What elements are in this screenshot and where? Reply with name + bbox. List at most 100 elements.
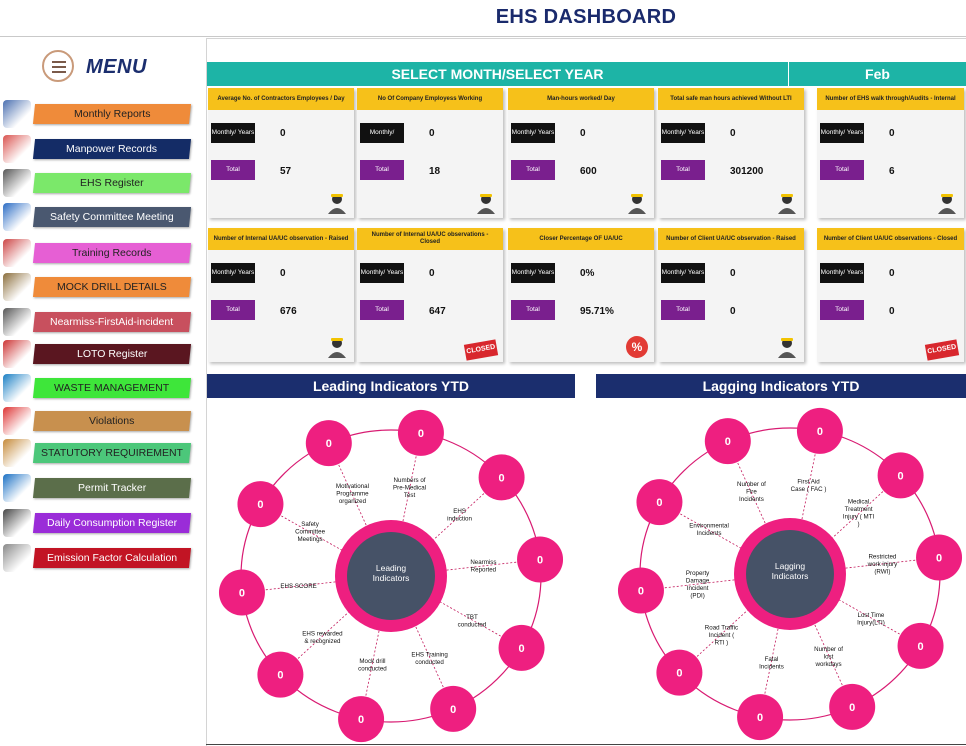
indicator-value: 0 <box>358 714 364 726</box>
kpi-total-label: Total <box>511 160 555 180</box>
indicator-value: 0 <box>257 499 263 511</box>
title-divider <box>0 36 966 37</box>
kpi-total-value: 6 <box>889 166 895 177</box>
kpi-total-label: Total <box>661 300 705 320</box>
menu-button-0[interactable]: Monthly Reports <box>32 104 192 124</box>
kpi-total-value: 676 <box>280 306 297 317</box>
kpi-card-title: Number of Client UA/UC observation - Rai… <box>658 228 804 250</box>
menu-header: MENU <box>42 50 192 86</box>
menu-button-3[interactable]: Safety Committee Meeting <box>32 207 192 227</box>
menu-button-9[interactable]: Violations <box>32 411 192 431</box>
kpi-total-value: 18 <box>429 166 441 177</box>
indicator-node <box>430 685 477 732</box>
main-border-bottom <box>206 744 966 745</box>
menu-button-label: Manpower Records <box>66 143 158 155</box>
kpi-total-value: 647 <box>429 306 446 317</box>
wheel-spoke <box>811 617 844 688</box>
percent-icon: % <box>626 336 648 358</box>
kpi-total-value: 0 <box>889 306 895 317</box>
kpi-period-value: 0 <box>730 128 736 139</box>
kpi-card-title: No Of Company Employess Working <box>357 88 503 110</box>
menu-button-5[interactable]: MOCK DRILL DETAILS <box>32 277 192 297</box>
menu-button-1[interactable]: Manpower Records <box>32 139 192 159</box>
kpi-period-label: Monthly/ Years <box>211 123 255 143</box>
kpi-total-value: 0 <box>730 306 736 317</box>
wheel-spoke <box>279 514 346 553</box>
menu-button-10[interactable]: STATUTORY REQUIREMENT <box>32 443 192 463</box>
worker-icon <box>326 192 348 214</box>
kpi-total-value: 57 <box>280 166 292 177</box>
kpi-period-label: Monthly/ Years <box>511 263 555 283</box>
wheel-spoke <box>828 489 885 542</box>
closed-sign-icon: CLOSED <box>924 339 960 361</box>
wheel-spoke <box>678 512 745 551</box>
kpi-card: Average No. of Contractors Employees / D… <box>208 88 354 218</box>
selected-month[interactable]: Feb <box>789 62 966 86</box>
kpi-total-label: Total <box>360 160 404 180</box>
indicator-value: 0 <box>518 643 524 655</box>
observer-icon <box>776 336 798 358</box>
kpi-total-label: Total <box>661 160 705 180</box>
menu-title: MENU <box>86 56 147 78</box>
indicator-node <box>897 622 944 669</box>
menu-button-label: Training Records <box>72 247 152 259</box>
kpi-period-label: Monthly/ Years <box>661 123 705 143</box>
menu-button-8[interactable]: WASTE MANAGEMENT <box>32 378 192 398</box>
indicator-value: 0 <box>936 552 942 564</box>
kpi-period-value: 0 <box>429 268 435 279</box>
kpi-total-label: Total <box>360 300 404 320</box>
indicator-value: 0 <box>326 438 332 450</box>
meeting-icon <box>3 203 31 231</box>
indicator-value: 0 <box>537 554 543 566</box>
kpi-total-value: 301200 <box>730 166 764 177</box>
menu-button-7[interactable]: LOTO Register <box>32 344 192 364</box>
menu-button-label: Daily Consumption Register <box>46 517 178 529</box>
menu-button-11[interactable]: Permit Tracker <box>32 478 192 498</box>
indicator-value: 0 <box>898 470 904 482</box>
wheel-spoke <box>835 597 902 636</box>
menu-button-12[interactable]: Daily Consumption Register <box>32 513 192 533</box>
kpi-period-label: Monthly/ Years <box>820 123 864 143</box>
select-month-year-button[interactable]: SELECT MONTH/SELECT YEAR <box>207 62 788 86</box>
indicator-node <box>305 420 352 467</box>
indicator-node <box>704 418 751 465</box>
kpi-period-value: 0 <box>889 268 895 279</box>
main-border-left <box>206 38 207 746</box>
indicator-node <box>617 567 664 614</box>
kpi-period-label: Monthly/ <box>360 123 404 143</box>
kpi-total-label: Total <box>211 160 255 180</box>
kpi-card-title: Number of Internal UA/UC observations - … <box>357 228 503 250</box>
main-border-top <box>206 38 966 39</box>
indicator-node <box>877 452 924 499</box>
menu-button-2[interactable]: EHS Register <box>32 173 192 193</box>
menu-button-13[interactable]: Emission Factor Calculation <box>32 548 192 568</box>
menu-button-label: WASTE MANAGEMENT <box>54 382 170 394</box>
indicator-node <box>829 683 876 730</box>
menu-button-4[interactable]: Training Records <box>32 243 192 263</box>
kpi-total-label: Total <box>211 300 255 320</box>
wheel-spoke <box>429 491 486 544</box>
menu-button-label: Monthly Reports <box>73 108 151 120</box>
kpi-card: Number of Internal UA/UC observations - … <box>357 228 503 362</box>
indicator-node <box>636 479 683 526</box>
menu-button-6[interactable]: Nearmiss-FirstAid-incident <box>32 312 192 332</box>
kpi-period-value: 0 <box>280 268 286 279</box>
clock-person-icon <box>776 192 798 214</box>
lagging-indicators-title: Lagging Indicators YTD <box>596 374 966 398</box>
indicator-node <box>237 481 284 528</box>
wheel-spoke <box>412 619 445 690</box>
menu-button-label: Emission Factor Calculation <box>46 552 178 564</box>
kpi-period-label: Monthly/ Years <box>511 123 555 143</box>
audit-icon <box>936 192 958 214</box>
indicator-node <box>796 407 843 454</box>
wheel-spoke <box>436 599 503 638</box>
menu-button-label: EHS Register <box>80 177 144 189</box>
indicator-node <box>656 649 703 696</box>
indicator-node <box>478 454 525 501</box>
